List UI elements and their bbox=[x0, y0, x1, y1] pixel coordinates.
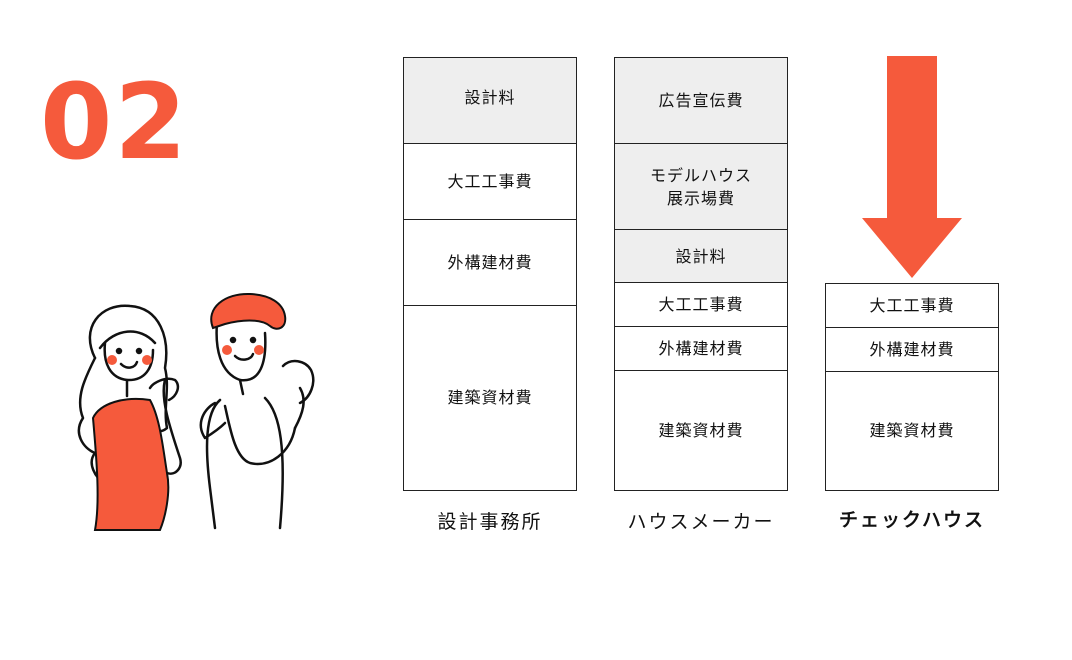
column-label-house-maker: ハウスメーカー bbox=[627, 511, 775, 533]
column-architect-office: 設計料 大工工事費 外構建材費 建築資材費 bbox=[403, 57, 577, 491]
cost-block-exterior-materials: 外構建材費 bbox=[614, 326, 788, 372]
cost-block-design-fee: 設計料 bbox=[614, 229, 788, 284]
cost-block-building-materials: 建築資材費 bbox=[403, 305, 577, 491]
cost-block-building-materials: 建築資材費 bbox=[614, 370, 788, 491]
cost-block-exterior-materials: 外構建材費 bbox=[403, 219, 577, 307]
couple-illustration bbox=[77, 292, 315, 531]
column-house-maker: 広告宣伝費 モデルハウス 展示場費 設計料 大工工事費 外構建材費 建築資材費 bbox=[614, 57, 788, 491]
column-label-check-house: チェックハウス bbox=[838, 509, 986, 531]
cost-block-design-fee: 設計料 bbox=[403, 57, 577, 145]
cost-block-advertising: 広告宣伝費 bbox=[614, 57, 788, 145]
cost-block-carpentry: 大工工事費 bbox=[825, 283, 999, 329]
down-arrow-icon bbox=[862, 56, 962, 278]
cost-block-building-materials: 建築資材費 bbox=[825, 371, 999, 491]
cost-block-model-house: モデルハウス 展示場費 bbox=[614, 143, 788, 231]
step-number: 02 bbox=[40, 61, 189, 183]
column-label-architect-office: 設計事務所 bbox=[437, 511, 543, 533]
column-check-house: 大工工事費 外構建材費 建築資材費 bbox=[825, 283, 999, 491]
cost-block-exterior-materials: 外構建材費 bbox=[825, 327, 999, 373]
cost-block-carpentry: 大工工事費 bbox=[614, 282, 788, 328]
cost-block-carpentry: 大工工事費 bbox=[403, 143, 577, 221]
